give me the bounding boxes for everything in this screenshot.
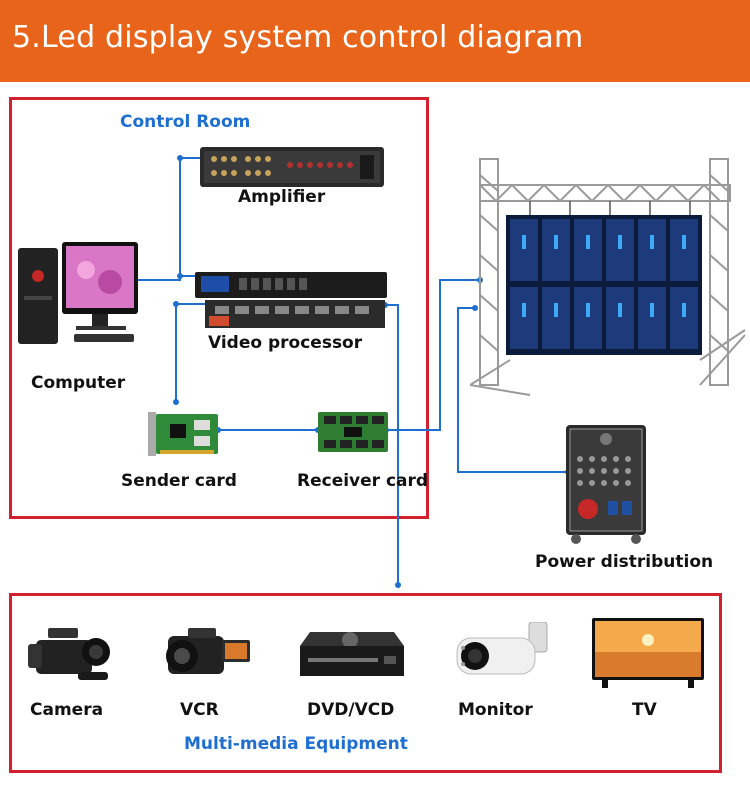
video-processor-label: Video processor xyxy=(208,333,363,353)
media-item-tv: TV xyxy=(632,700,657,720)
media-item-dvd: DVD/VCD xyxy=(307,700,395,720)
receiver-card-label: Receiver card xyxy=(297,471,429,491)
header-banner: 5.Led display system control diagram xyxy=(0,0,750,82)
wire-power xyxy=(457,307,568,473)
tv-icon xyxy=(592,618,704,688)
multimedia-box xyxy=(9,593,722,773)
sender-card-icon xyxy=(148,412,218,456)
video-processor-icon xyxy=(195,272,387,328)
control-room-box xyxy=(9,97,429,519)
monitor-camera-icon xyxy=(456,622,548,675)
vcr-icon xyxy=(166,628,250,674)
camera-icon xyxy=(28,628,110,680)
media-item-vcr: VCR xyxy=(180,700,219,720)
computer-label: Computer xyxy=(31,373,126,393)
media-item-monitor: Monitor xyxy=(458,700,533,720)
sender-card-label: Sender card xyxy=(121,471,237,491)
power-distribution-label: Power distribution xyxy=(535,552,714,572)
amplifier-icon xyxy=(200,147,384,187)
wire-receiver-screen xyxy=(386,279,480,431)
wire-processor-media xyxy=(385,304,399,585)
page-title: 5.Led display system control diagram xyxy=(12,20,584,55)
led-screen-icon xyxy=(470,158,746,396)
computer-icon xyxy=(18,242,138,344)
power-distribution-icon xyxy=(566,425,646,544)
dvd-icon xyxy=(300,632,404,676)
control-room-title: Control Room xyxy=(120,112,251,132)
receiver-card-icon xyxy=(318,412,388,452)
media-item-camera: Camera xyxy=(30,700,104,720)
amplifier-label: Amplifier xyxy=(238,187,326,207)
multimedia-title: Multi-media Equipment xyxy=(184,734,408,754)
